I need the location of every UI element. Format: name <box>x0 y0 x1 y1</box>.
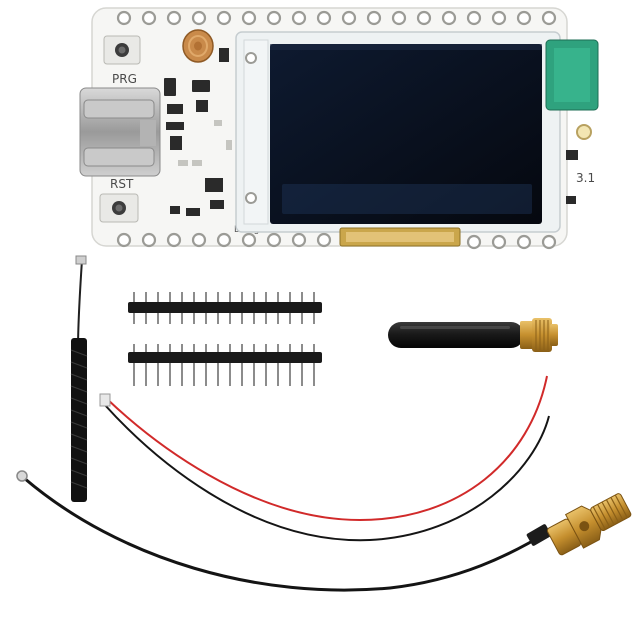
rst-button <box>99 193 139 223</box>
prg-label: PRG <box>112 72 137 86</box>
oled-display <box>235 31 561 247</box>
top-pin-row <box>116 10 557 26</box>
bottom-pin-row <box>116 232 557 250</box>
sma-connector <box>546 493 632 556</box>
sma-pigtail-cable <box>16 470 552 592</box>
rubber-duck-antenna <box>388 318 558 352</box>
smd-pads <box>178 120 232 166</box>
prg-button <box>103 35 141 65</box>
right-side-components <box>566 124 592 204</box>
oled-screen <box>270 44 542 224</box>
battery-wire-pair <box>99 375 550 542</box>
coil-component <box>182 29 214 63</box>
rst-label: RST <box>110 177 134 191</box>
usb-c-connector <box>79 87 161 177</box>
dev-board: PRG <box>79 7 599 250</box>
smd-components <box>164 48 229 216</box>
pin-header-bottom <box>128 344 322 386</box>
spring-antenna <box>70 255 88 502</box>
pin-header-top <box>128 292 322 324</box>
version-mark: 3.1 <box>576 171 595 185</box>
